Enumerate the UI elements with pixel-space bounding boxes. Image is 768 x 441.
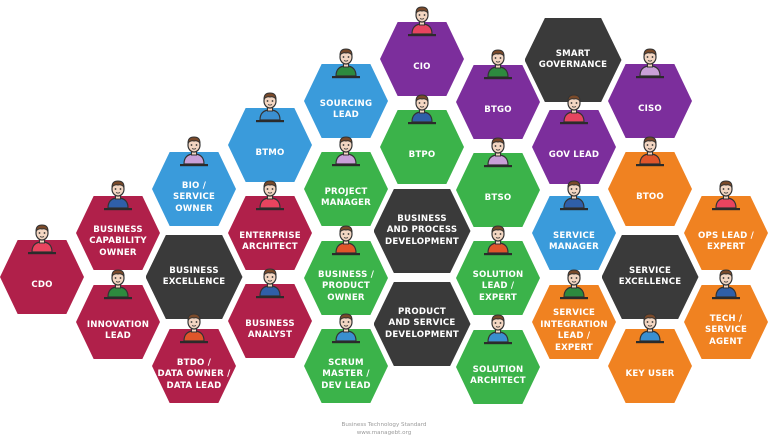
role-label: SCRUM MASTER / DEV LEAD bbox=[321, 357, 371, 391]
person-avatar-icon bbox=[708, 176, 744, 212]
role-label: BTSO bbox=[484, 193, 512, 204]
role-label: CISO bbox=[638, 104, 662, 115]
role-label: KEY USER bbox=[625, 369, 675, 380]
domain-label: BUSINESS AND PROCESS DEVELOPMENT bbox=[385, 213, 459, 247]
person-avatar-icon bbox=[556, 265, 592, 301]
role-label: INNOVATION LEAD bbox=[86, 319, 150, 342]
domain-hex-business-process-development: BUSINESS AND PROCESS DEVELOPMENT bbox=[373, 189, 471, 273]
role-label: ENTERPRISE ARCHITECT bbox=[239, 230, 301, 253]
person-avatar-icon bbox=[24, 220, 60, 256]
person-avatar-icon bbox=[328, 44, 364, 80]
domain-hex-business-excellence: BUSINESS EXCELLENCE bbox=[145, 235, 243, 319]
role-label: SOLUTION LEAD / EXPERT bbox=[472, 269, 524, 303]
role-label: BUSINESS ANALYST bbox=[245, 318, 295, 341]
person-avatar-icon bbox=[708, 265, 744, 301]
domain-label: BUSINESS EXCELLENCE bbox=[162, 265, 226, 288]
role-hex-solution-lead: SOLUTION LEAD / EXPERT bbox=[456, 241, 540, 315]
footer-title: Business Technology Standard bbox=[341, 422, 427, 428]
role-label: BTDO / DATA OWNER / DATA LEAD bbox=[157, 357, 231, 391]
person-avatar-icon bbox=[328, 309, 364, 345]
person-avatar-icon bbox=[556, 176, 592, 212]
domain-hex-service-excellence: SERVICE EXCELLENCE bbox=[601, 235, 699, 319]
person-avatar-icon bbox=[480, 133, 516, 169]
role-label: SOLUTION ARCHITECT bbox=[470, 364, 526, 387]
person-avatar-icon bbox=[252, 176, 288, 212]
footer-url: www.managebt.org bbox=[356, 430, 412, 436]
person-avatar-icon bbox=[632, 44, 668, 80]
role-hex-business-analyst: BUSINESS ANALYST bbox=[228, 284, 312, 358]
person-avatar-icon bbox=[632, 132, 668, 168]
person-avatar-icon bbox=[252, 264, 288, 300]
role-label: PROJECT MANAGER bbox=[321, 186, 371, 209]
person-avatar-icon bbox=[480, 45, 516, 81]
person-avatar-icon bbox=[252, 88, 288, 124]
role-label: CIO bbox=[413, 62, 431, 73]
role-label: OPS LEAD / EXPERT bbox=[697, 230, 755, 253]
role-label: BTGO bbox=[484, 105, 512, 116]
role-label: BUSINESS / PRODUCT OWNER bbox=[317, 269, 375, 303]
person-avatar-icon bbox=[632, 309, 668, 345]
person-avatar-icon bbox=[328, 132, 364, 168]
domain-hex-product-service-development: PRODUCT AND SERVICE DEVELOPMENT bbox=[373, 282, 471, 366]
person-avatar-icon bbox=[404, 2, 440, 38]
person-avatar-icon bbox=[176, 309, 212, 345]
person-avatar-icon bbox=[480, 221, 516, 257]
role-label: BIO / SERVICE OWNER bbox=[172, 180, 216, 214]
role-label: SOURCING LEAD bbox=[319, 98, 373, 121]
role-label: BTOO bbox=[636, 192, 664, 203]
role-label: SERVICE INTEGRATION LEAD / EXPERT bbox=[540, 308, 608, 353]
domain-label: SMART GOVERNANCE bbox=[538, 48, 608, 71]
role-label: BUSINESS CAPABILITY OWNER bbox=[89, 224, 147, 258]
person-avatar-icon bbox=[328, 221, 364, 257]
person-avatar-icon bbox=[404, 90, 440, 126]
role-hex-enterprise-architect: ENTERPRISE ARCHITECT bbox=[228, 196, 312, 270]
role-label: CDO bbox=[31, 280, 53, 291]
role-label: TECH / SERVICE AGENT bbox=[704, 313, 748, 347]
role-label: BTPO bbox=[408, 150, 436, 161]
person-avatar-icon bbox=[556, 90, 592, 126]
role-label: BTMO bbox=[255, 148, 285, 159]
person-avatar-icon bbox=[176, 132, 212, 168]
domain-label: PRODUCT AND SERVICE DEVELOPMENT bbox=[385, 306, 459, 340]
domain-hex-smart-governance: SMART GOVERNANCE bbox=[524, 18, 622, 102]
person-avatar-icon bbox=[100, 265, 136, 301]
role-label: GOV LEAD bbox=[548, 150, 600, 161]
person-avatar-icon bbox=[480, 310, 516, 346]
person-avatar-icon bbox=[100, 176, 136, 212]
domain-label: SERVICE EXCELLENCE bbox=[618, 265, 682, 288]
role-label: SERVICE MANAGER bbox=[549, 230, 599, 253]
